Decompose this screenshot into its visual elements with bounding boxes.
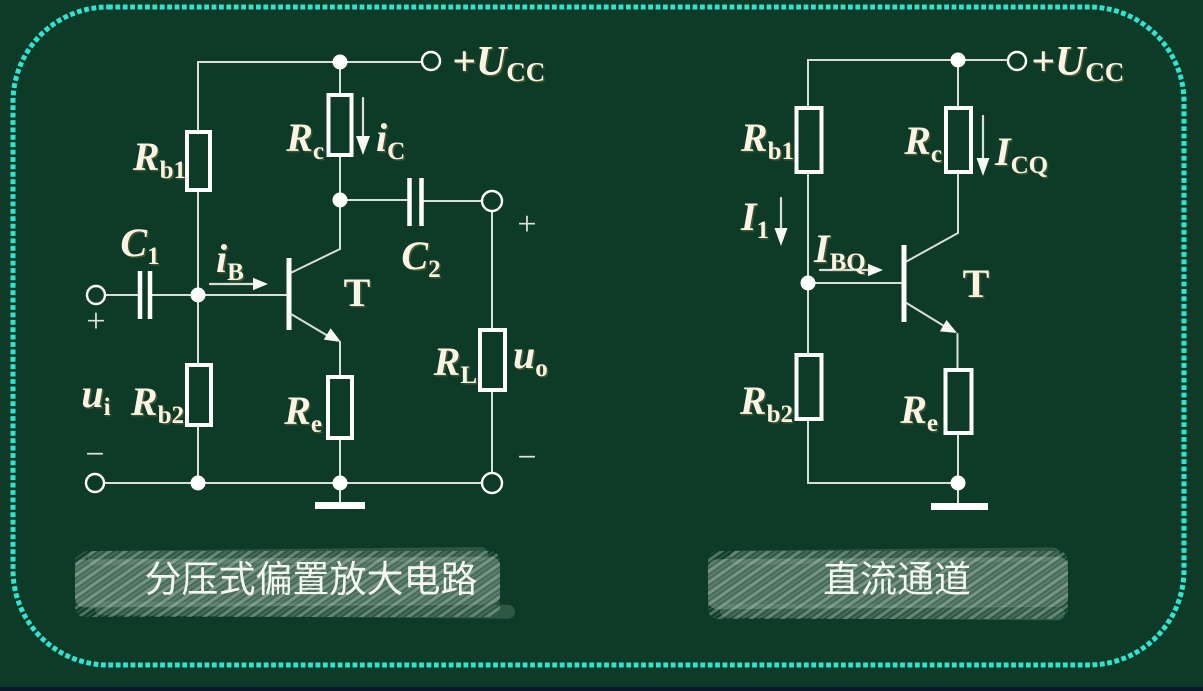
label-rb1-left: Rb1 [132, 134, 186, 184]
transistor-bar [286, 258, 292, 330]
label-i1: I1 [740, 194, 769, 244]
ib-current-arrow [208, 277, 268, 291]
resistor-rb1 [185, 130, 212, 192]
bottom-edge-strip [0, 687, 1203, 691]
sign-input-minus: − [85, 436, 104, 473]
ucc-terminal-right [1006, 50, 1028, 72]
sign-input-plus: + [86, 303, 105, 340]
sign-output-minus: − [517, 439, 536, 476]
left-circuit: +UCC Rb1 Rc iC C1 iB T C2 RL uo ui Rb2 R… [74, 39, 548, 619]
capacitor-c2 [407, 178, 424, 226]
chalk-smear-right [707, 547, 1069, 621]
label-re-right: Re [899, 387, 938, 437]
resistor-rc [326, 93, 354, 157]
resistor-rb2-right [794, 353, 824, 421]
node-bottom-rb2 [190, 475, 206, 491]
node-collector [332, 192, 348, 208]
ic-current-arrow [356, 96, 370, 155]
label-ucc-right: +UCC [1031, 39, 1124, 87]
label-rl: RL [433, 339, 477, 389]
node-top [332, 54, 348, 70]
icq-current-arrow [976, 114, 990, 176]
transistor-T-right [901, 245, 957, 333]
label-transistor-left: T [344, 270, 371, 315]
output-bottom-terminal [480, 471, 504, 495]
label-re-left: Re [283, 388, 322, 438]
right-components [774, 50, 1028, 510]
left-components [84, 50, 507, 509]
output-terminal [480, 189, 504, 213]
i1-current-arrow [774, 196, 788, 246]
left-labels: +UCC Rb1 Rc iC C1 iB T C2 RL uo ui Rb2 R… [81, 39, 547, 476]
right-collector-wire [904, 232, 959, 263]
chalk-smear-left [74, 546, 515, 619]
label-ui: ui [81, 371, 110, 421]
right-wires [807, 59, 1009, 484]
label-c2: C2 [401, 233, 440, 283]
capacitor-c1 [137, 271, 153, 319]
label-uo: uo [513, 332, 548, 382]
transistor-T-left [286, 258, 341, 342]
right-caption: 直流通道 [707, 547, 1069, 621]
left-caption: 分压式偏置放大电路 [74, 546, 515, 619]
label-ucc-left: +UCC [452, 39, 545, 87]
resistor-re [326, 375, 354, 440]
ibq-current-arrow [818, 263, 883, 277]
label-c1: C1 [120, 220, 159, 270]
label-ibq: IBQ [813, 226, 866, 276]
emitter-arrowhead [323, 328, 341, 342]
right-circuit: +UCC Rb1 Rc ICQ I1 IBQ T Rb2 Re 直流通道 [707, 39, 1124, 621]
node-bottom-re [332, 475, 348, 491]
label-rc-left: Rc [285, 115, 324, 165]
caption-left: 分压式偏置放大电路 [145, 558, 478, 601]
input-terminal [85, 284, 107, 306]
ucc-terminal-left [420, 50, 442, 72]
label-icq: ICQ [994, 129, 1048, 179]
label-rc-right: Rc [903, 118, 942, 168]
node-top-right [950, 52, 966, 68]
label-rb1-right: Rb1 [740, 115, 794, 165]
resistor-rb2 [185, 363, 213, 427]
resistor-rb1-right [794, 106, 824, 174]
node-bottom-right [950, 475, 966, 491]
emitter-arrowhead [939, 320, 957, 333]
emitter-diagonal [905, 302, 945, 327]
emitter-diagonal [290, 313, 329, 337]
label-rb2-left: Rb2 [130, 379, 184, 429]
resistor-rl [478, 328, 507, 392]
left-collector-wire [288, 199, 341, 275]
label-rb2-right: Rb2 [739, 378, 793, 428]
label-ic: iC [376, 115, 405, 165]
resistor-rc-right [944, 106, 973, 174]
dotted-border [10, 4, 1187, 668]
node-base-right [800, 275, 816, 291]
label-ib: iB [216, 236, 244, 286]
caption-right: 直流通道 [823, 558, 971, 601]
right-labels: +UCC Rb1 Rc ICQ I1 IBQ T Rb2 Re [739, 39, 1124, 437]
input-bottom-terminal [84, 472, 106, 494]
sign-output-plus: + [517, 206, 536, 243]
resistor-re-right [943, 368, 974, 435]
node-base [190, 287, 206, 303]
label-transistor-right: T [963, 261, 990, 306]
transistor-bar [901, 245, 907, 322]
